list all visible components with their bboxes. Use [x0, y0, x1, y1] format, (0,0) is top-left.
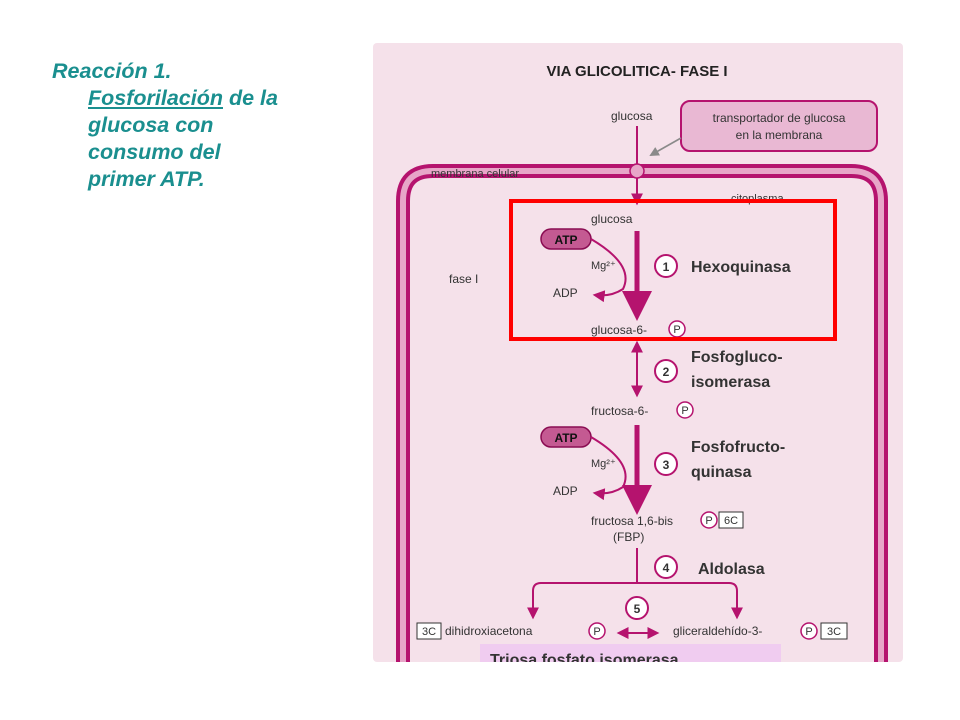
phosphate-label-fbp: P	[705, 515, 712, 527]
metabolite-glucosa6p: glucosa-6-	[591, 323, 647, 337]
isomerase-label-box	[480, 644, 781, 662]
carbon-badge-6c	[718, 511, 744, 529]
caption-rest-1: de la	[222, 86, 278, 110]
transporter-label-1: transportador de glucosa	[713, 111, 846, 125]
step1-badge	[654, 254, 678, 278]
caption-prefix: Reacción 1.	[52, 59, 172, 83]
adp-label-1: ADP	[553, 286, 578, 300]
caption-rest-2: glucosa con	[88, 113, 214, 137]
membrane-label: membrana celular	[431, 168, 519, 180]
caption-link[interactable]: Fosforilación	[88, 86, 223, 110]
metabolite-dhap: dihidroxiacetona	[445, 624, 533, 638]
atp-label-1: ATP	[554, 233, 577, 247]
phase-label: fase I	[449, 272, 478, 286]
split-arrows	[532, 582, 738, 615]
carbon-badge-3c-left	[416, 622, 442, 640]
carbon-badge-3c-right	[820, 622, 848, 640]
step2-number: 2	[663, 365, 670, 379]
atp-label-3: ATP	[554, 431, 577, 445]
reaction-caption: Reacción 1. Fosforilación de la glucosa …	[52, 58, 352, 193]
carbon-label-3c-left: 3C	[422, 626, 436, 638]
phosphate-label-gap: P	[805, 626, 812, 638]
glycolysis-diagram: VIA GLICOLITICA- FASE I membrana celular…	[396, 63, 888, 662]
enzyme-hexoquinasa: Hexoquinasa	[691, 259, 791, 276]
transporter-label-2: en la membrana	[736, 128, 823, 142]
glucose-outside-label: glucosa	[611, 109, 653, 123]
metabolite-glucosa: glucosa	[591, 212, 633, 226]
metabolite-gap: gliceraldehído-3-	[673, 624, 762, 638]
carbon-label-6c: 6C	[724, 515, 738, 527]
membrane-channel	[629, 163, 645, 179]
mg-label-3: Mg²⁺	[591, 458, 616, 470]
step3-badge	[654, 452, 678, 476]
metabolite-fbp: fructosa 1,6-bis	[591, 514, 673, 528]
transporter-box	[680, 100, 878, 152]
enzyme-fosfofructo: Fosfofructo-	[691, 439, 785, 456]
transporter-arrow	[649, 137, 682, 156]
glycolysis-panel: VIA GLICOLITICA- FASE I membrana celular…	[373, 43, 903, 662]
phosphate-fbp	[700, 511, 718, 529]
diagram-title: VIA GLICOLITICA- FASE I	[546, 63, 727, 80]
phosphate-label-f6p: P	[681, 405, 688, 417]
metabolite-fructosa6p: fructosa-6-	[591, 404, 648, 418]
caption-rest-4: primer ATP.	[88, 167, 205, 191]
caption-rest-3: consumo del	[88, 140, 221, 164]
mg-label-1: Mg²⁺	[591, 260, 616, 272]
adp-label-3: ADP	[553, 484, 578, 498]
atp-adp-arrow-1	[590, 238, 627, 303]
enzyme-aldolasa: Aldolasa	[698, 561, 765, 578]
atp-adp-arrow-3	[590, 436, 627, 501]
carbon-label-3c-right: 3C	[827, 626, 841, 638]
phosphate-fructosa6p	[676, 401, 694, 419]
metabolite-fbp-abbr: (FBP)	[613, 530, 644, 544]
step3-number: 3	[663, 458, 670, 472]
step5-number: 5	[634, 602, 641, 616]
phosphate-label-g6p: P	[673, 324, 680, 336]
enzyme-isomerasa: isomerasa	[691, 374, 770, 391]
phosphate-dhap	[588, 622, 606, 640]
step4-badge	[654, 555, 678, 579]
step1-number: 1	[663, 260, 670, 274]
phosphate-gap	[800, 622, 818, 640]
phosphate-label-dhap: P	[593, 626, 600, 638]
enzyme-quinasa: quinasa	[691, 464, 752, 481]
step5-badge	[625, 596, 649, 620]
reaction1-highlight	[509, 199, 837, 341]
step2-badge	[654, 359, 678, 383]
enzyme-fosfogluco: Fosfogluco-	[691, 349, 783, 366]
enzyme-triosa-fosfato-isomerasa: Triosa fosfato isomerasa	[490, 652, 679, 662]
step4-number: 4	[663, 561, 670, 575]
